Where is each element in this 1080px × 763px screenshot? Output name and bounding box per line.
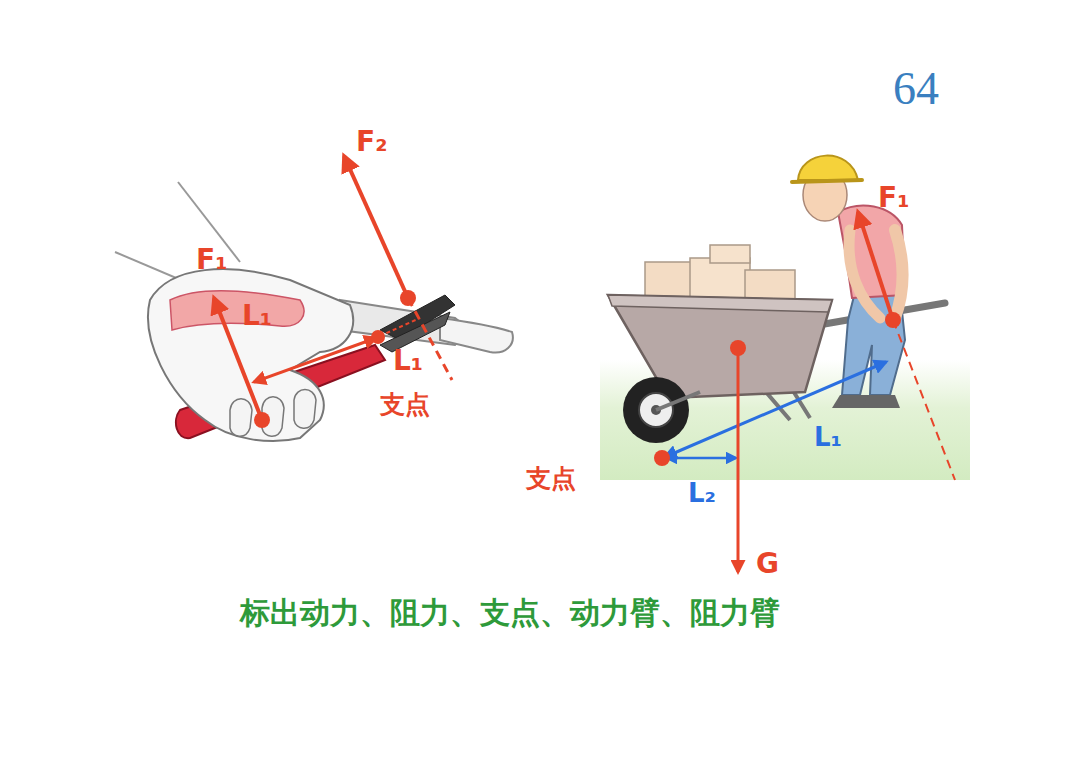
wheelbarrow-drawing-part — [792, 180, 862, 182]
right-lever-marks-part — [730, 340, 746, 356]
arm-label: L₁ — [242, 302, 272, 330]
left-lever-marks-part — [380, 318, 420, 336]
shears-drawing-part — [440, 318, 513, 353]
wheelbarrow-drawing-part — [656, 392, 700, 410]
left-lever-marks-part — [254, 412, 270, 428]
right-lever-marks — [654, 212, 955, 572]
left-lever-marks-part — [371, 330, 385, 344]
left-lever-marks-part — [400, 290, 416, 306]
shears-drawing-part — [230, 399, 252, 437]
wheelbarrow-drawing-part — [745, 270, 795, 300]
wheelbarrow-drawing — [600, 156, 970, 480]
wheelbarrow-drawing-part — [862, 395, 900, 408]
wheelbarrow-drawing-part — [690, 258, 750, 298]
left-lever-marks — [214, 156, 452, 428]
wheelbarrow-drawing-part — [710, 245, 750, 263]
weight-label: G — [756, 550, 779, 578]
shears-drawing-part — [170, 291, 304, 330]
wheelbarrow-drawing-part — [645, 262, 695, 297]
shears-drawing-part — [294, 390, 316, 429]
fulcrum-label: 支点 — [526, 466, 576, 491]
right-lever-marks-part — [885, 312, 901, 328]
fulcrum-label: 支点 — [380, 392, 430, 417]
arm-label: L₁ — [814, 424, 842, 450]
caption: 标出动力、阻力、支点、动力臂、阻力臂 — [240, 598, 780, 628]
arm-label: L₁ — [393, 347, 423, 375]
shears-drawing-part — [148, 269, 353, 441]
right-lever-marks-part — [893, 320, 955, 480]
wheelbarrow-drawing-part — [849, 230, 880, 318]
shears-drawing-part — [380, 312, 450, 352]
force-label: F₁ — [878, 184, 909, 212]
right-lever-marks-part — [665, 362, 886, 457]
right-lever-marks-part — [737, 348, 740, 572]
force-label: F₁ — [196, 246, 227, 274]
page-number: 64 — [893, 66, 939, 112]
arm-label: L₂ — [688, 480, 716, 506]
wheelbarrow-drawing-part — [608, 295, 832, 312]
right-lever-marks-part — [667, 457, 736, 460]
shears-drawing — [115, 182, 513, 441]
right-lever-marks-part — [654, 450, 670, 466]
wheelbarrow-drawing-part — [798, 156, 858, 180]
right-lever-marks-part — [858, 212, 893, 320]
wheelbarrow-drawing-part — [895, 230, 903, 318]
force-label: F₂ — [356, 128, 387, 156]
left-lever-marks-part — [254, 338, 376, 382]
left-lever-marks-part — [344, 156, 408, 298]
